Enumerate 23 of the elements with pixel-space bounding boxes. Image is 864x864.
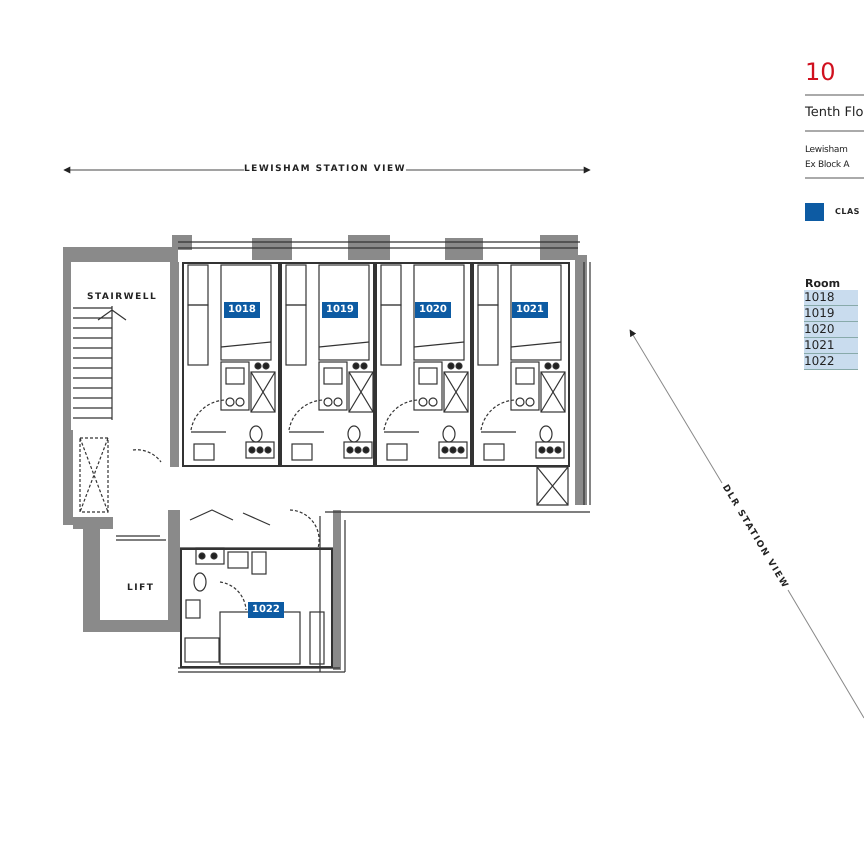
legend-label: CLAS	[835, 207, 860, 216]
room-label: STAIRWELL	[87, 292, 158, 302]
room-outline	[180, 548, 333, 668]
table-cell: 1020	[804, 322, 858, 338]
room-number: 1018	[224, 302, 260, 318]
building-name: Lewisham Ex Block A	[805, 144, 850, 172]
floor-number: 10	[805, 58, 836, 86]
room-number: 1019	[322, 302, 358, 318]
room-number: 1022	[248, 602, 284, 618]
room-outline	[182, 262, 280, 467]
table-cell: 1022	[804, 354, 858, 370]
floor-title: Tenth Flo	[805, 105, 864, 120]
room-number: 1021	[512, 302, 548, 318]
room-outline	[472, 262, 570, 467]
table-header: Room	[805, 277, 840, 290]
table-cell: 1018	[804, 290, 858, 306]
room-outline	[280, 262, 375, 467]
room-label: LIFT	[127, 583, 154, 593]
room-number: 1020	[415, 302, 451, 318]
direction-label: LEWISHAM STATION VIEW	[244, 164, 406, 174]
table-cell: 1019	[804, 306, 858, 322]
room-outline	[375, 262, 472, 467]
table-cell: 1021	[804, 338, 858, 354]
